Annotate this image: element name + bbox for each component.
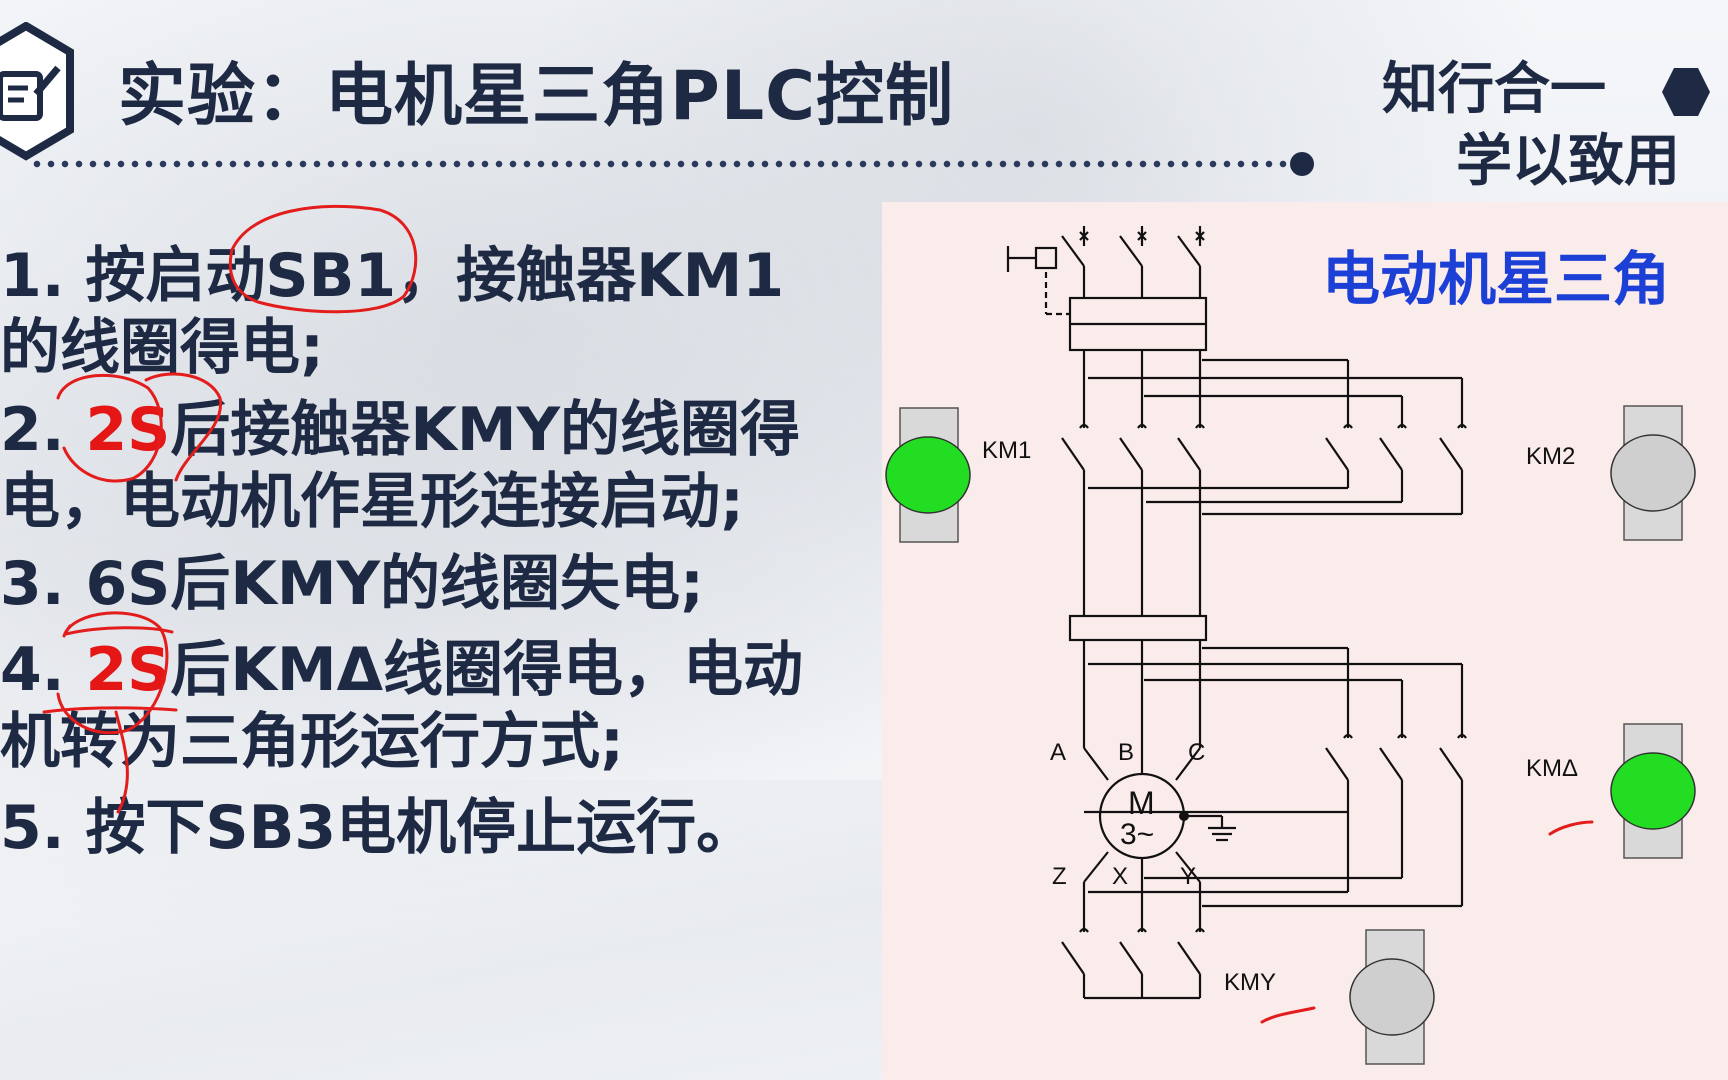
lamp-km2	[1610, 405, 1696, 541]
terminal-x: X	[1112, 863, 1128, 890]
step-number: 2.	[0, 395, 65, 465]
background-floor	[0, 780, 900, 1080]
title-dotted-divider	[30, 160, 1300, 168]
step-list: 1. 按启动SB1，接触器KM1 的线圈得电; 2. 2S后接触器KMY的线圈得…	[0, 240, 890, 864]
step-text: 6S后KMY的线圈失电;	[85, 549, 705, 619]
step-1-line2: 的线圈得电;	[0, 313, 324, 383]
step-5: 5. 按下SB3电机停止运行。	[0, 792, 890, 864]
step-text: 后接触器KMY的线圈得	[170, 395, 801, 465]
page-title: 实验：电机星三角PLC控制	[118, 57, 955, 136]
label-km1: KM1	[982, 437, 1031, 464]
step-number: 3.	[0, 549, 65, 619]
step-2: 2. 2S后接触器KMY的线圈得	[0, 394, 890, 466]
terminal-b: B	[1118, 739, 1134, 766]
diagram-title: 电动机星三角	[1322, 245, 1671, 313]
step-text: 按启动SB1，接触器KM1	[85, 241, 785, 311]
label-kmd: KMΔ	[1526, 755, 1578, 782]
step-1: 1. 按启动SB1，接触器KM1	[0, 240, 890, 312]
terminal-y: Y	[1180, 863, 1196, 890]
motor-label: M	[1128, 785, 1155, 821]
motto-line-1: 知行合一	[1382, 57, 1606, 122]
step-time-highlight: 2S	[85, 635, 171, 705]
label-km2: KM2	[1526, 443, 1575, 470]
step-number: 4.	[0, 635, 65, 705]
motto-line-2: 学以致用	[1456, 129, 1680, 194]
lamp-kmy	[1349, 929, 1435, 1065]
step-number: 1.	[0, 241, 65, 311]
terminal-c: C	[1188, 739, 1205, 766]
notebook-pen-icon	[0, 22, 74, 161]
hexagon-badge-icon	[1662, 68, 1710, 116]
terminal-a: A	[1050, 739, 1066, 766]
step-text: 按下SB3电机停止运行。	[85, 793, 757, 863]
step-text: 后KMΔ线圈得电，电动	[170, 635, 804, 705]
star-delta-circuit-diagram: KM1 KM2 KMΔ KMY A B C Z X Y M 3~	[885, 226, 1696, 1065]
step-4-line2: 机转为三角形运行方式;	[0, 707, 624, 777]
label-kmy: KMY	[1224, 969, 1276, 996]
diagram-panel	[882, 202, 1728, 1080]
lamp-kmd	[1610, 723, 1696, 859]
step-3: 3. 6S后KMY的线圈失电;	[0, 548, 890, 620]
lamp-km1	[885, 407, 971, 543]
terminal-z: Z	[1052, 863, 1067, 890]
divider-end-dot	[1290, 152, 1314, 176]
motor-phase-label: 3~	[1120, 818, 1154, 851]
step-time-highlight: 2S	[85, 395, 171, 465]
step-4: 4. 2S后KMΔ线圈得电，电动	[0, 634, 890, 706]
step-number: 5.	[0, 793, 65, 863]
step-2-line2: 电，电动机作星形连接启动;	[0, 467, 744, 537]
